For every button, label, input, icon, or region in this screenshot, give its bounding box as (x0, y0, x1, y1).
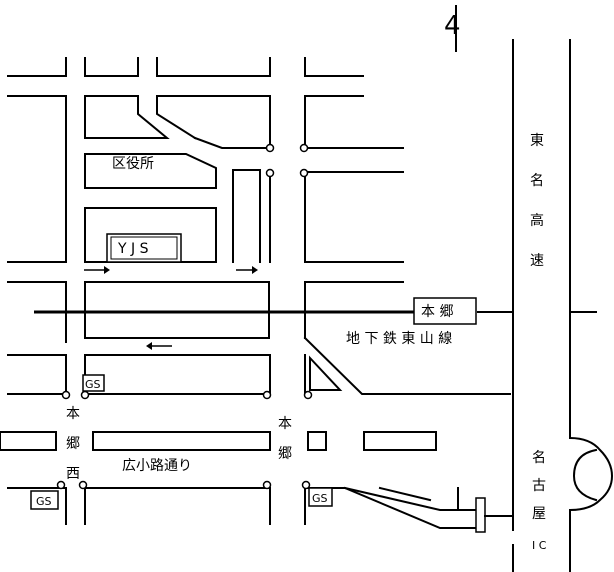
hongo-nishi-vertical-2: 郷 (66, 436, 80, 452)
tomei-label-4: 速 (530, 253, 544, 269)
tomei-label-3: 高 (530, 212, 544, 229)
gs-label: GS (312, 492, 328, 505)
nagoya-ic-label-3: 屋 (532, 506, 546, 522)
hongo-nishi-vertical-1: 本 (66, 406, 80, 422)
signal-icon (265, 168, 275, 178)
nagoya-ic-label-4: I C (532, 539, 547, 552)
signal-icon (303, 390, 313, 400)
hongo-station-box (413, 297, 477, 325)
subway-line-label: 地 下 鉄 東 山 線 (346, 331, 452, 347)
nagoya-ic-label-2: 古 (532, 478, 546, 494)
hongo-nishi-vertical-3: 西 (66, 466, 80, 482)
yjs-label: Y J S (117, 241, 149, 257)
north-arrow-icon: 4 (444, 5, 461, 52)
signal-icon (262, 390, 272, 400)
hongo-vertical-1: 本 (278, 416, 292, 432)
signal-icon (299, 168, 309, 178)
arrow-right-icon (84, 266, 110, 274)
ward-office-label: 区役所 (112, 156, 154, 172)
arrow-right-icon (236, 266, 258, 274)
signal-icon (299, 143, 309, 153)
hongo-vertical-2: 郷 (278, 446, 292, 462)
north-symbol: 4 (444, 11, 461, 41)
hongo-station-label: 本 郷 (421, 304, 453, 320)
signal-icon (262, 480, 272, 490)
hirokoji-label: 広小路通り (122, 458, 192, 474)
gs-box (308, 487, 333, 507)
road-network (0, 39, 614, 572)
signal-icon (61, 390, 71, 400)
signal-icon (78, 480, 88, 490)
arrow-left-icon (146, 342, 172, 350)
yjs-building (106, 233, 182, 263)
signal-icon (265, 143, 275, 153)
one-way-arrows (84, 266, 258, 350)
gs-box (82, 374, 105, 392)
tomei-label-1: 東 (530, 133, 544, 149)
nagoya-ic-label-1: 名 (532, 450, 546, 466)
signal-icon (301, 480, 311, 490)
gs-box (30, 490, 59, 510)
traffic-signals (56, 143, 313, 490)
gs-label: GS (85, 378, 101, 391)
gs-label: GS (36, 495, 52, 508)
signal-icon (56, 480, 66, 490)
toll-gate (475, 497, 486, 533)
signal-icon (80, 390, 90, 400)
tomei-label-2: 名 (530, 173, 544, 189)
